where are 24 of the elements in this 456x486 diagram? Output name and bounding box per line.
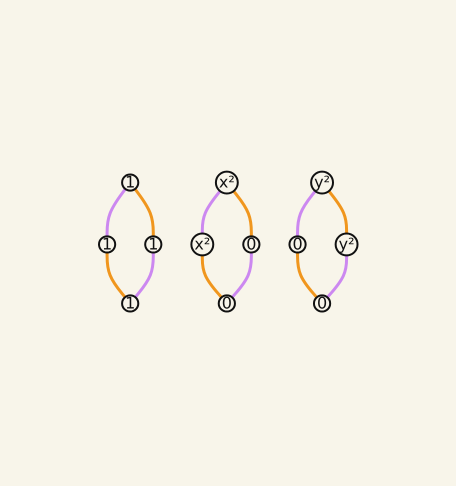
connector <box>134 252 155 298</box>
node-circle: x² <box>190 232 214 256</box>
node-circle: 0 <box>217 294 236 313</box>
connector <box>326 255 348 298</box>
node-circle: 1 <box>120 294 140 313</box>
connector <box>200 190 221 234</box>
connector <box>105 188 126 236</box>
connector <box>134 188 155 236</box>
connector <box>327 190 348 234</box>
connector <box>296 252 318 298</box>
node-circle: 0 <box>242 235 260 254</box>
node-circle: 1 <box>98 235 116 254</box>
connector <box>230 252 253 298</box>
connector <box>105 252 126 298</box>
node-circle: y² <box>334 232 358 256</box>
node-circle: x² <box>214 170 239 194</box>
node-circle: 0 <box>312 294 331 313</box>
node-circle: 1 <box>120 173 140 192</box>
connector <box>200 255 222 298</box>
connector <box>232 190 253 236</box>
node-circle: 1 <box>144 235 162 254</box>
connector <box>296 190 316 236</box>
node-circle: 0 <box>288 235 306 254</box>
node-circle: y² <box>310 170 334 194</box>
